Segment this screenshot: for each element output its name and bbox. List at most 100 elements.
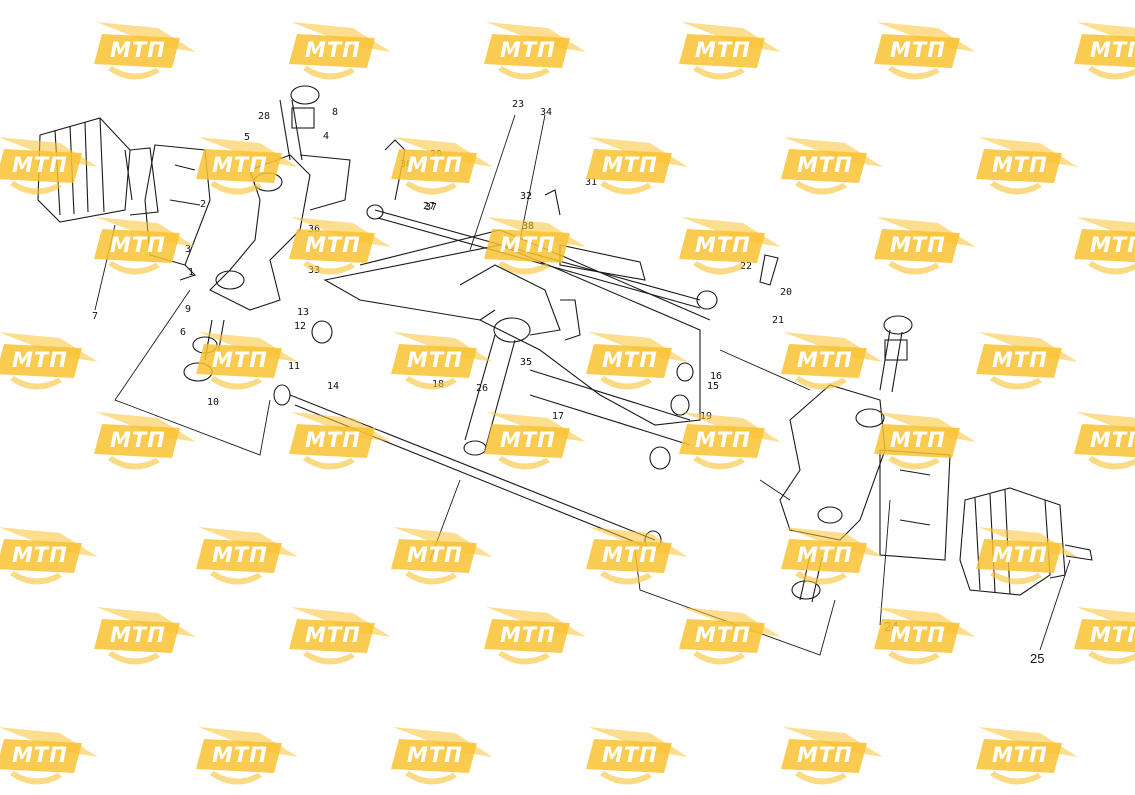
axle-exploded-drawing (37, 85, 1093, 656)
watermark-logo-icon (874, 607, 976, 665)
watermark-text: МТП (602, 153, 658, 177)
watermark-logo: МТП (478, 215, 588, 285)
watermark-logo-icon (874, 22, 976, 80)
callout-13: 13 (297, 307, 310, 318)
watermark-logo-icon (196, 527, 298, 585)
watermark-logo-icon (679, 607, 781, 665)
diagram-canvas: 1234567891011121314151617181920212223242… (0, 20, 1135, 785)
watermark-logo: МТП (283, 605, 393, 675)
watermark-logo-icon (484, 22, 586, 80)
watermark-logo-icon (289, 22, 391, 80)
callout-10: 10 (207, 397, 220, 408)
callout-20: 20 (780, 287, 793, 298)
watermark-logo: МТП (673, 410, 783, 480)
watermark-logo-icon (484, 217, 586, 275)
watermark-text: МТП (12, 153, 68, 177)
watermark-logo-icon (94, 22, 196, 80)
watermark-text: МТП (305, 38, 361, 62)
watermark-logo-icon (679, 217, 781, 275)
watermark-text: МТП (305, 233, 361, 257)
watermark-text: МТП (12, 348, 68, 372)
watermark-logo: МТП (673, 20, 783, 90)
watermark-logo-icon (289, 217, 391, 275)
watermark-text: МТП (407, 153, 463, 177)
callout-1: 1 (188, 267, 195, 278)
watermark-text: МТП (407, 743, 463, 767)
watermark-text: МТП (110, 233, 166, 257)
watermark-text: МТП (890, 428, 946, 452)
watermark-logo: МТП (580, 725, 690, 795)
watermark-logo: МТП (283, 215, 393, 285)
callout-8: 8 (332, 107, 339, 118)
callout-17: 17 (552, 411, 565, 422)
watermark-logo: МТП (190, 135, 300, 205)
watermark-text: МТП (407, 543, 463, 567)
watermark-logo: МТП (0, 330, 100, 400)
watermark-logo: МТП (970, 525, 1080, 595)
watermark-logo: МТП (88, 410, 198, 480)
callout-22: 22 (740, 261, 753, 272)
watermark-text: МТП (890, 38, 946, 62)
watermark-text: МТП (110, 428, 166, 452)
watermark-text: МТП (890, 623, 946, 647)
watermark-logo-icon (391, 332, 493, 390)
watermark-text: МТП (1090, 623, 1135, 647)
callout-26: 26 (476, 383, 489, 394)
watermark-logo-icon (0, 137, 98, 195)
watermark-text: МТП (12, 543, 68, 567)
watermark-logo-icon (874, 217, 976, 275)
watermark-text: МТП (212, 348, 268, 372)
callout-2: 2 (200, 199, 207, 210)
watermark-logo-icon (679, 412, 781, 470)
watermark-text: МТП (695, 623, 751, 647)
watermark-logo-icon (0, 527, 98, 585)
watermark-logo: МТП (190, 525, 300, 595)
callout-4: 4 (323, 131, 330, 142)
watermark-logo: МТП (478, 410, 588, 480)
callout-31: 31 (585, 177, 598, 188)
watermark-logo: МТП (868, 605, 978, 675)
watermark-logo: МТП (1068, 605, 1135, 675)
watermark-logo: МТП (1068, 410, 1135, 480)
watermark-logo: МТП (478, 605, 588, 675)
watermark-text: МТП (500, 428, 556, 452)
watermark-text: МТП (110, 38, 166, 62)
callout-12: 12 (294, 321, 307, 332)
watermark-text: МТП (305, 428, 361, 452)
callout-35: 35 (520, 357, 533, 368)
callout-6: 6 (180, 327, 187, 338)
watermark-logo: МТП (385, 330, 495, 400)
watermark-logo: МТП (775, 525, 885, 595)
callout-16: 16 (710, 371, 723, 382)
left-knuckle (144, 144, 351, 311)
watermark-text: МТП (992, 743, 1048, 767)
watermark-text: МТП (12, 743, 68, 767)
watermark-logo-icon (1074, 217, 1135, 275)
watermark-text: МТП (695, 233, 751, 257)
watermark-text: МТП (212, 543, 268, 567)
watermark-logo-icon (586, 527, 688, 585)
watermark-text: МТП (500, 38, 556, 62)
watermark-logo: МТП (1068, 215, 1135, 285)
watermark-logo: МТП (0, 135, 100, 205)
callout-34: 34 (540, 107, 553, 118)
watermark-logo-icon (586, 137, 688, 195)
watermark-text: МТП (110, 623, 166, 647)
watermark-text: МТП (602, 743, 658, 767)
watermark-logo-icon (1074, 607, 1135, 665)
watermark-text: МТП (797, 743, 853, 767)
watermark-logo: МТП (673, 215, 783, 285)
watermark-logo: МТП (868, 20, 978, 90)
watermark-logo-icon (196, 137, 298, 195)
watermark-text: МТП (212, 153, 268, 177)
watermark-text: МТП (1090, 233, 1135, 257)
watermark-logo: МТП (775, 725, 885, 795)
watermark-logo-icon (781, 332, 883, 390)
watermark-text: МТП (407, 348, 463, 372)
callout-7: 7 (92, 311, 99, 322)
callout-15: 15 (707, 381, 720, 392)
watermark-logo: МТП (1068, 20, 1135, 90)
watermark-logo-icon (484, 607, 586, 665)
watermark-logo: МТП (580, 525, 690, 595)
watermark-logo-icon (976, 137, 1078, 195)
